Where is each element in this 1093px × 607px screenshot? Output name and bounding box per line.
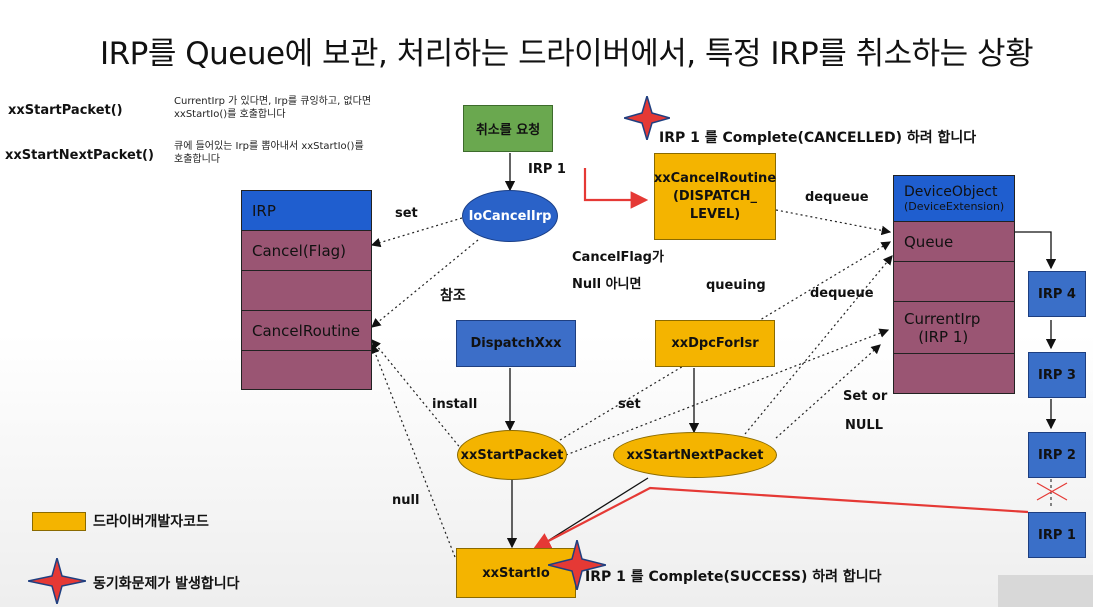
start-io-node: xxStartIo: [456, 548, 576, 598]
irp-queue-item-4: IRP 4: [1028, 271, 1086, 317]
device-object-title: DeviceObject: [904, 184, 998, 200]
label-set-2: set: [618, 397, 641, 412]
irp-field-empty-2: [242, 351, 371, 389]
device-field-empty-2: [894, 354, 1014, 393]
start-next-packet-name: xxStartNextPacket(): [5, 148, 154, 163]
irp-field-empty-1: [242, 271, 371, 311]
dpc-node: xxDpcForIsr: [655, 320, 775, 367]
label-complete-cancelled: IRP 1 를 Complete(CANCELLED) 하려 합니다: [659, 130, 977, 146]
io-cancel-irp-node: IoCancelIrp: [462, 190, 558, 242]
start-next-packet-desc-2: 호출합니다: [174, 154, 220, 165]
label-complete-success: IRP 1 를 Complete(SUCCESS) 하려 합니다: [585, 569, 882, 585]
start-next-packet-desc-1: 큐에 들어있는 Irp를 뽑아내서 xxStartIo()를: [174, 141, 364, 152]
irp-field-cancel-flag: Cancel(Flag): [242, 231, 371, 271]
cancel-request-node: 취소를 요청: [463, 105, 553, 152]
device-object-header: DeviceObject (DeviceExtension): [894, 176, 1014, 222]
label-dequeue-2: dequeue: [810, 286, 874, 301]
irp-struct: IRP Cancel(Flag) CancelRoutine: [241, 190, 372, 390]
label-queuing: queuing: [706, 278, 766, 293]
irp-struct-header: IRP: [242, 191, 371, 231]
red-arrow-irp1-to-startio: [533, 486, 1029, 550]
device-field-queue: Queue: [894, 222, 1014, 262]
warning-star-icon-2: [548, 540, 606, 590]
arrow-nextpacket-to-startio: [536, 477, 649, 548]
irp-queue-item-3: IRP 3: [1028, 352, 1086, 398]
start-packet-node: xxStartPacket: [457, 430, 567, 480]
start-packet-desc-2: xxStartIo()를 호출합니다: [174, 109, 286, 120]
device-object: DeviceObject (DeviceExtension) Queue Cur…: [893, 175, 1015, 394]
dispatch-node: DispatchXxx: [456, 320, 576, 367]
dotted-set-or-null: [775, 344, 881, 439]
arrow-queue-to-irp4: [1015, 231, 1057, 270]
dotted-dequeue-2: [744, 255, 893, 435]
dotted-ref-cancel-routine: [371, 239, 479, 328]
label-null-or: NULL: [845, 418, 884, 433]
red-arrow-to-cancel-routine: [583, 168, 649, 209]
dotted-queuing: [559, 241, 892, 441]
legend-driver-code-label: 드라이버개발자코드: [93, 514, 209, 530]
legend-warning-star-icon: [28, 558, 86, 604]
dotted-dequeue-1: [775, 209, 892, 236]
device-field-current-irp: CurrentIrp (IRP 1): [894, 302, 1014, 354]
label-null-not: Null 아니면: [572, 277, 642, 292]
page-title: IRP를 Queue에 보관, 처리하는 드라이버에서, 특정 IRP를 취소하…: [100, 36, 1034, 72]
dotted-install: [371, 339, 463, 451]
label-null: null: [392, 493, 420, 508]
device-extension-label: (DeviceExtension): [904, 200, 1005, 213]
label-ref: 참조: [440, 288, 466, 304]
label-set-or: Set or: [843, 389, 888, 404]
legend-driver-code-swatch: [32, 512, 86, 531]
irp-queue-item-2: IRP 2: [1028, 432, 1086, 478]
legend-sync-problem-label: 동기화문제가 발생합니다: [93, 576, 240, 592]
warning-star-icon: [624, 96, 670, 140]
start-packet-name: xxStartPacket(): [8, 103, 123, 118]
dotted-set-cancel-flag: [370, 217, 463, 248]
device-field-empty-1: [894, 262, 1014, 302]
irp-queue-item-1: IRP 1: [1028, 512, 1086, 558]
corner-thumbnail: [998, 575, 1093, 607]
cancel-routine-node: xxCancelRoutine (DISPATCH_ LEVEL): [654, 153, 776, 240]
label-irp1: IRP 1: [528, 162, 566, 177]
start-packet-desc-1: CurrentIrp 가 있다면, Irp를 큐잉하고, 없다면: [174, 96, 372, 107]
label-install: install: [432, 397, 478, 412]
label-cancelflag: CancelFlag가: [572, 250, 664, 265]
label-dequeue-1: dequeue: [805, 190, 869, 205]
irp-field-cancel-routine: CancelRoutine: [242, 311, 371, 351]
dotted-null: [370, 343, 456, 558]
start-next-packet-node: xxStartNextPacket: [613, 432, 777, 478]
label-set-1: set: [395, 206, 418, 221]
